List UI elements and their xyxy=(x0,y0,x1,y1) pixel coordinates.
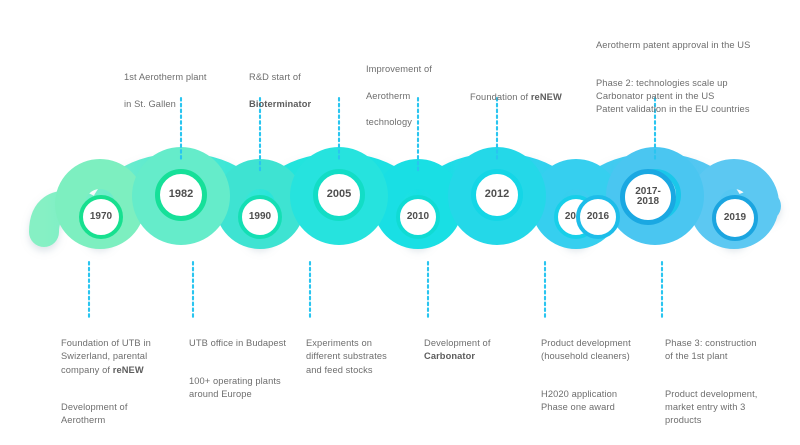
note-above-2005: R&D start of Bioterminator xyxy=(249,58,369,124)
connector-lines-up xyxy=(179,96,657,174)
note-below-2016: Product development (household cleaners)… xyxy=(541,324,671,427)
note-below-2019: Phase 3: construction of the 1st plant P… xyxy=(665,324,790,441)
note-block: H2020 application Phase one award xyxy=(541,388,618,413)
note-line: technology xyxy=(366,117,412,128)
note-above-2012: Improvement of Aerotherm technology xyxy=(366,50,476,142)
milestone-year-label: 2019 xyxy=(723,211,747,223)
milestone-2010[interactable]: 2010 xyxy=(396,195,440,239)
note-line: Foundation of xyxy=(470,92,531,103)
note-block: Aerotherm patent approval in the US xyxy=(596,40,751,51)
milestone-2017-2018[interactable]: 2017- 2018 xyxy=(620,169,676,225)
milestone-2019[interactable]: 2019 xyxy=(712,195,758,241)
note-above-1982: 1st Aerotherm plant in St. Gallen xyxy=(124,58,244,124)
milestone-year-label: 2005 xyxy=(326,188,352,201)
milestone-1970[interactable]: 1970 xyxy=(79,195,123,239)
note-block: Development of Aerotherm xyxy=(61,402,128,426)
note-below-1970: Foundation of UTB in Swizerland, parenta… xyxy=(61,324,186,441)
note-line: Improvement of xyxy=(366,64,432,75)
note-line-bold: reNEW xyxy=(530,92,562,103)
connector-lines-down xyxy=(87,260,664,320)
milestone-year-label: 2017- 2018 xyxy=(635,185,661,207)
note-block: Product development (household cleaners) xyxy=(541,338,631,362)
milestone-year-label: 2012 xyxy=(484,188,510,201)
milestone-year-label: 1982 xyxy=(168,188,194,201)
note-above-2015: Foundation of reNEW xyxy=(470,78,600,118)
note-line-bold: Carbonator xyxy=(424,351,476,362)
note-block: Development of xyxy=(424,338,491,349)
note-block: Experiments on different substrates and … xyxy=(306,338,387,375)
note-line: R&D start of xyxy=(249,72,301,83)
note-block: Foundation of UTB in Swizerland, parenta… xyxy=(61,338,151,375)
note-line: in St. Gallen xyxy=(124,98,176,109)
note-block: 100+ operating plants around Europe xyxy=(189,375,281,399)
milestone-1982[interactable]: 1982 xyxy=(155,169,207,221)
milestone-1990[interactable]: 1990 xyxy=(238,195,282,239)
note-line: Aerotherm xyxy=(366,90,411,101)
note-above-2017-2018: Aerotherm patent approval in the US Phas… xyxy=(596,26,796,129)
note-line: 1st Aerotherm plant xyxy=(124,72,207,83)
note-line-bold: Bioterminator xyxy=(249,98,312,109)
milestone-2012[interactable]: 2012 xyxy=(471,169,523,221)
note-block: UTB office in Budapest xyxy=(189,338,287,349)
milestone-year-label: 1970 xyxy=(89,210,113,222)
note-below-2013: Development of Carbonator xyxy=(424,324,542,377)
note-line-bold: reNEW xyxy=(112,364,144,375)
milestone-2005[interactable]: 2005 xyxy=(313,169,365,221)
note-block: Phase 3: construction of the 1st plant xyxy=(665,338,757,362)
milestone-year-label: 1990 xyxy=(248,210,272,222)
note-block: Phase 2: technologies scale up Carbonato… xyxy=(596,77,750,115)
milestone-2016-bubble[interactable]: 2016 xyxy=(576,195,620,239)
milestone-year-label: 2016 xyxy=(586,210,610,222)
note-block: Product development, market entry with 3… xyxy=(665,388,758,426)
note-below-1990: UTB office in Budapest 100+ operating pl… xyxy=(189,324,314,414)
note-below-2010: Experiments on different substrates and … xyxy=(306,324,424,390)
milestone-year-label: 2010 xyxy=(406,210,430,222)
